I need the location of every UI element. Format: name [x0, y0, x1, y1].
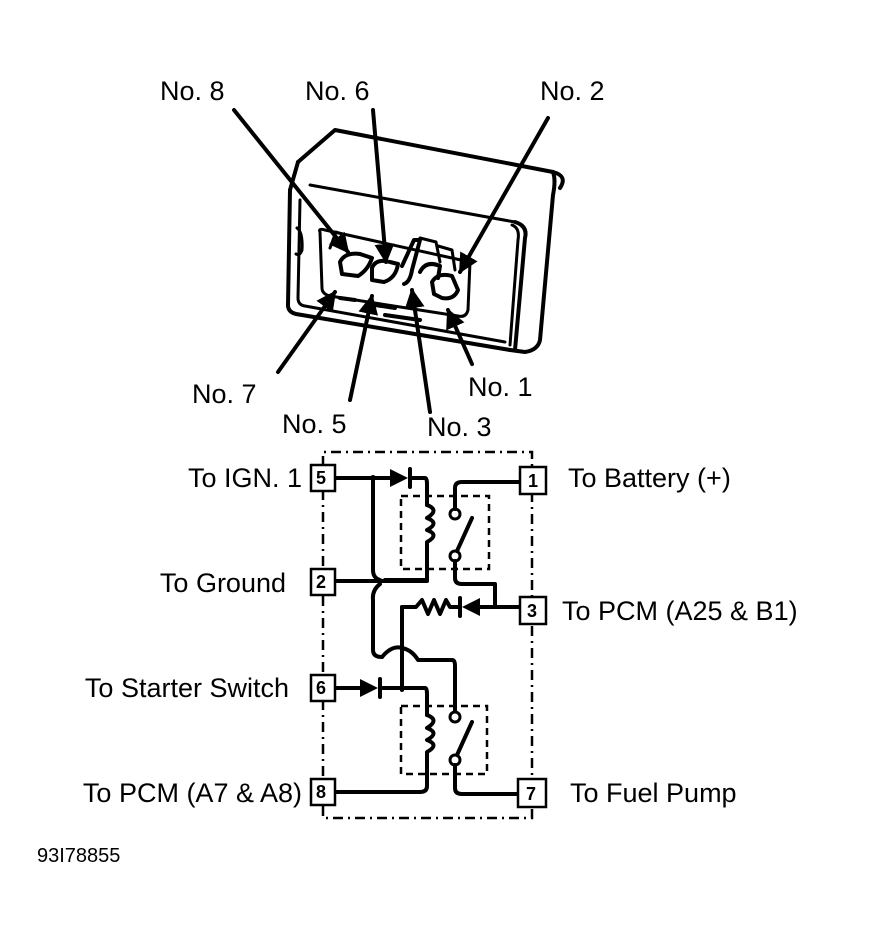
label-pin3: To PCM (A25 & B1): [562, 596, 798, 626]
coil-upper-icon: [425, 503, 436, 562]
switch-contact-lower-a: [448, 710, 462, 724]
callout-arrows: [232, 108, 550, 414]
label-pin6: To Starter Switch: [85, 673, 289, 703]
svg-text:5: 5: [316, 468, 326, 488]
pin-5: 5: [309, 463, 337, 493]
arrow-no3: [404, 288, 432, 414]
pin-6: 6: [309, 673, 337, 703]
callout-no6: No. 6: [305, 76, 370, 106]
boundary-bottom: [321, 806, 534, 820]
arrow-no8: [232, 108, 350, 254]
svg-text:1: 1: [528, 471, 538, 491]
svg-text:7: 7: [526, 784, 536, 804]
callout-no8: No. 8: [160, 76, 225, 106]
arrow-no2: [458, 116, 550, 274]
svg-text:6: 6: [316, 678, 326, 698]
callout-no2: No. 2: [540, 76, 605, 106]
pin-7: 7: [516, 777, 548, 809]
svg-text:8: 8: [316, 782, 326, 802]
label-pin5: To IGN. 1: [188, 463, 302, 493]
coil-lower-icon: [425, 713, 436, 772]
callout-no1: No. 1: [468, 372, 533, 402]
boundary-top: [321, 450, 534, 466]
pin-1: 1: [518, 465, 548, 496]
label-pin1: To Battery (+): [568, 463, 731, 493]
switch-blade-lower: [455, 720, 474, 757]
relay-enclosure-lower: [399, 704, 489, 776]
upper-relay-circuit: [333, 467, 522, 692]
callout-no3: No. 3: [427, 412, 492, 442]
svg-text:2: 2: [316, 572, 326, 592]
pin-8: 8: [309, 777, 337, 807]
pin-2: 2: [309, 567, 337, 597]
switch-blade-upper: [455, 516, 474, 553]
figure-id: 93I78855: [37, 845, 120, 867]
diode-pin6-icon: [360, 679, 378, 697]
arrow-no7: [276, 290, 337, 374]
label-pin8: To PCM (A7 & A8): [83, 778, 302, 808]
diode-pin5-icon: [390, 469, 408, 487]
callout-no5: No. 5: [282, 409, 347, 439]
callout-labels: No. 8 No. 6 No. 2 No. 7 No. 5 No. 3 No. …: [160, 76, 605, 442]
svg-text:3: 3: [527, 601, 537, 621]
relay-enclosure-upper: [399, 494, 491, 571]
callout-no7: No. 7: [192, 379, 257, 409]
arrow-no5: [348, 294, 379, 402]
label-pin2: To Ground: [160, 568, 286, 598]
arrow-no6: [371, 108, 395, 264]
diode-pin3-icon: [462, 598, 480, 616]
label-pin7: To Fuel Pump: [570, 778, 737, 808]
lower-relay-circuit: [333, 645, 522, 796]
arrow-no1: [446, 308, 474, 366]
pin-3: 3: [518, 595, 548, 626]
resistor-icon: [400, 598, 462, 616]
